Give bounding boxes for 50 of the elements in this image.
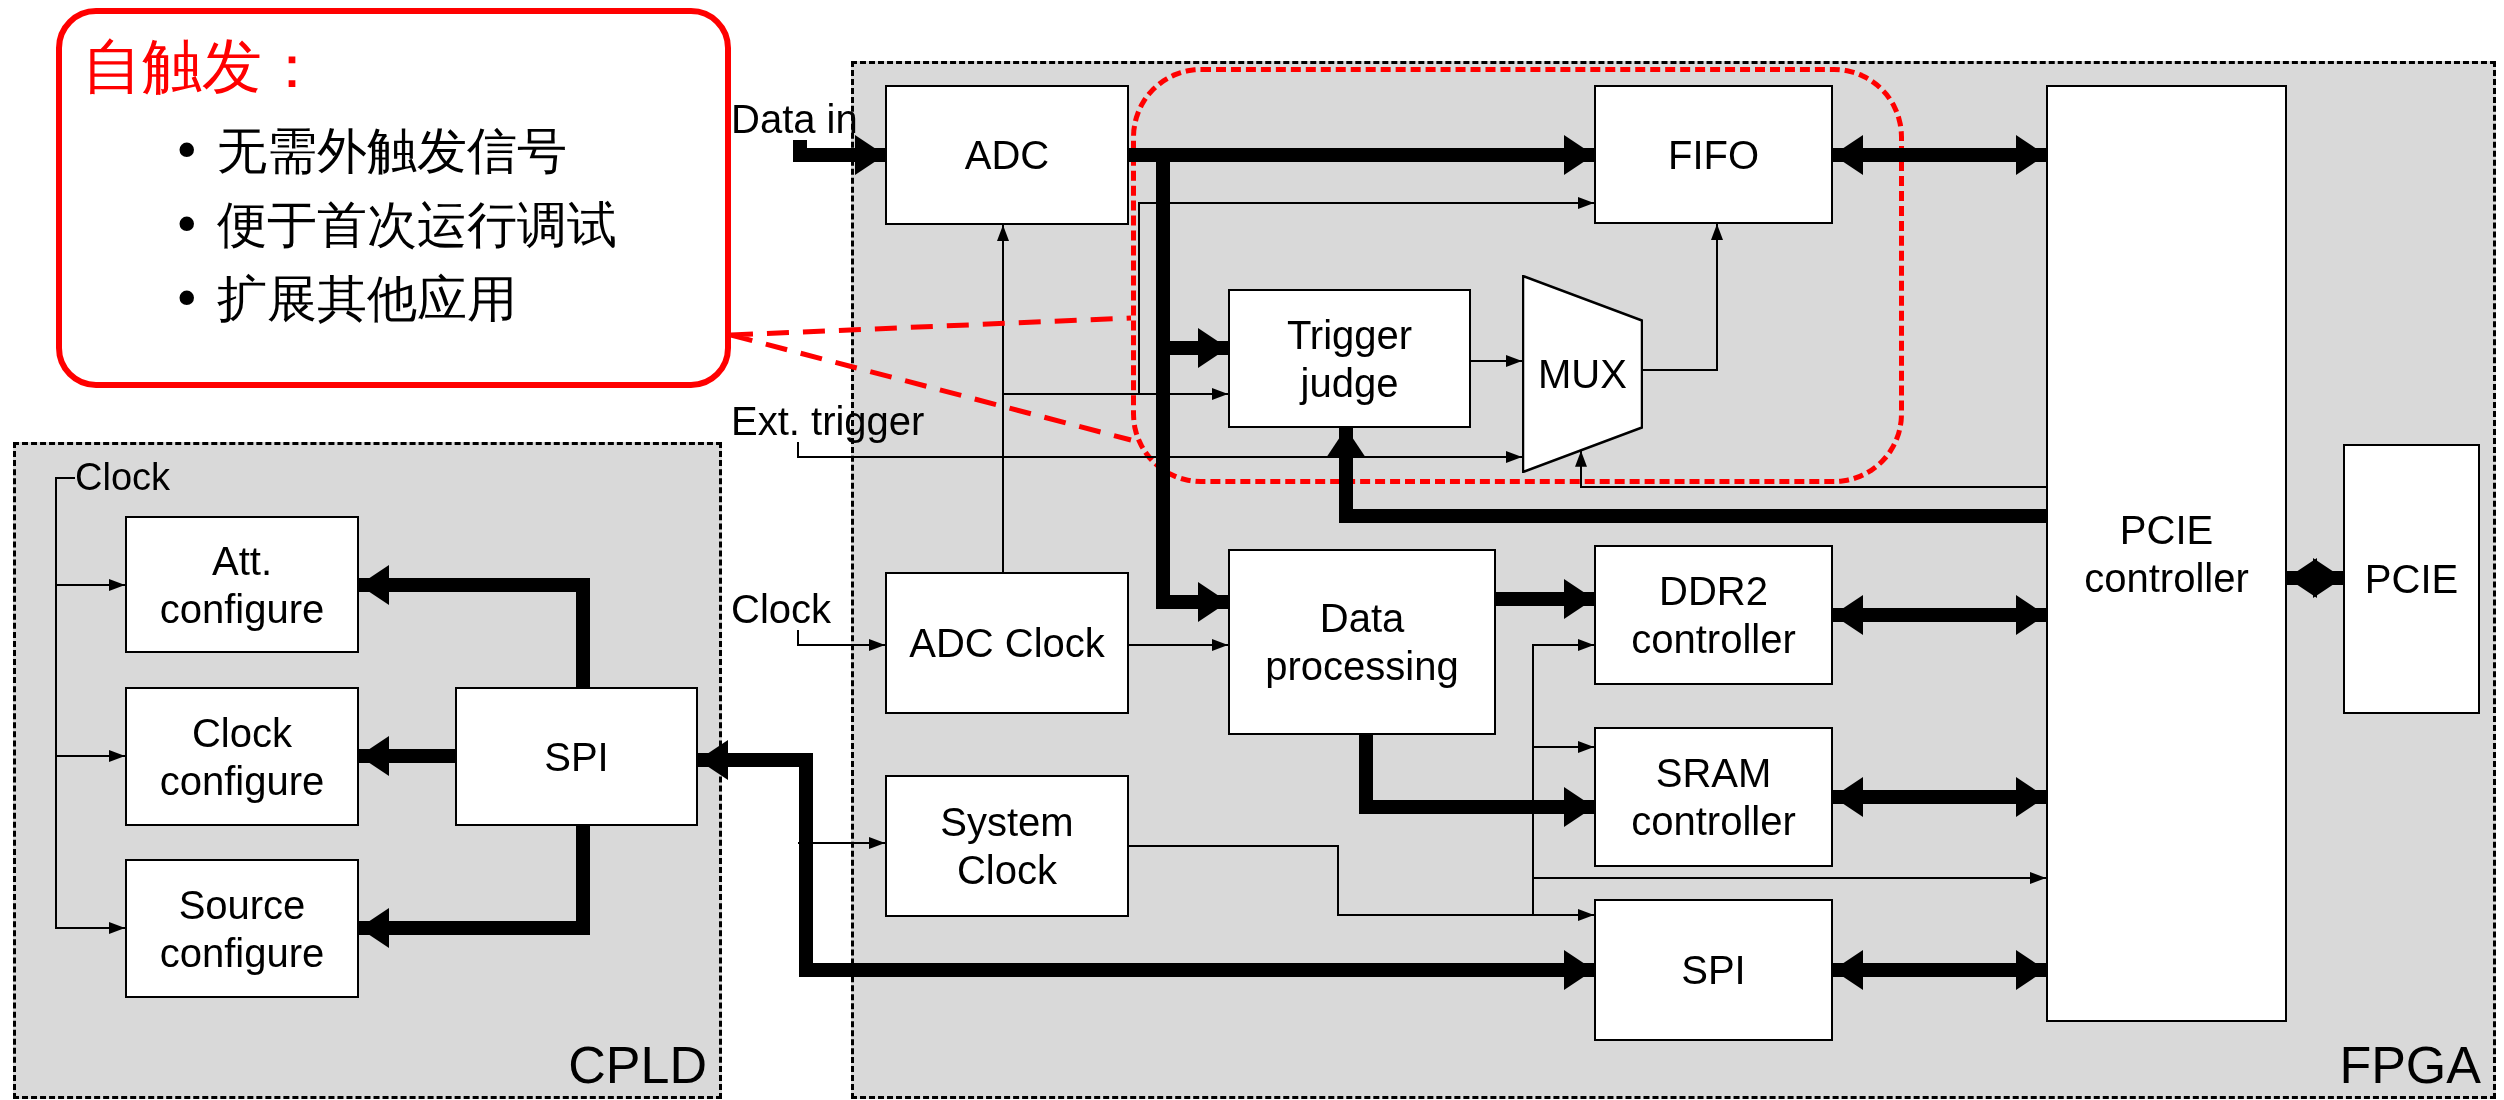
double-arrow [1833,777,2046,817]
bullet-point: • 扩展其他应用 [172,269,519,330]
process-box: PCIE controller [2046,85,2287,1022]
process-box: PCIE [2343,444,2480,714]
signal-label: Ext. trigger [731,400,950,442]
double-arrow [1833,950,2046,990]
bullet-point: • 无需外触发信号 [172,121,569,182]
process-box: FIFO [1594,85,1833,224]
signal-arrow [1642,223,1723,371]
process-box: SPI [455,687,698,826]
double-arrow [1833,595,2046,635]
bus-arrow [793,135,885,175]
bus-arrow [1359,735,1594,827]
process-box: Trigger judge [1228,289,1471,428]
node-label: MUX [1538,351,1627,397]
bus-arrow [359,826,590,948]
dashed-region [1131,67,1904,484]
signal-label: Clock [75,456,185,498]
group-label: FPGA [2339,1036,2481,1094]
signal-arrow [797,837,886,849]
signal-arrow [1575,449,2047,488]
process-box: Source configure [125,859,359,998]
process-box: ADC Clock [885,572,1129,714]
process-box: ADC [885,85,1129,225]
double-arrow [698,740,1594,990]
bus-arrow [359,565,590,687]
process-box: DDR2 controller [1594,545,1833,685]
bus-arrow [359,736,455,776]
process-box: Clock configure [125,687,359,826]
leader-line [728,315,1134,443]
double-arrow [1833,135,2046,175]
process-box: SRAM controller [1594,727,1833,867]
bus-arrow [1326,428,2046,523]
signal-arrow [797,441,1523,463]
bus-arrow [1496,579,1594,619]
signal-label: Clock [731,588,840,630]
callout-heading: 自触发： [82,30,322,102]
process-box: Att. configure [125,516,359,653]
group-label: CPLD [568,1036,707,1094]
process-box: Data processing [1228,549,1496,735]
callout-box [56,8,731,388]
dashed-group-box [13,442,722,1099]
process-box: SPI [1594,899,1833,1041]
double-arrow [2287,558,2343,598]
signal-arrow [1470,355,1523,367]
signal-arrow [55,477,126,934]
process-box: System Clock [885,775,1129,917]
bullet-point: • 便于首次运行调试 [172,195,618,256]
signal-arrow [797,629,886,651]
signal-arrow [1128,639,1229,651]
